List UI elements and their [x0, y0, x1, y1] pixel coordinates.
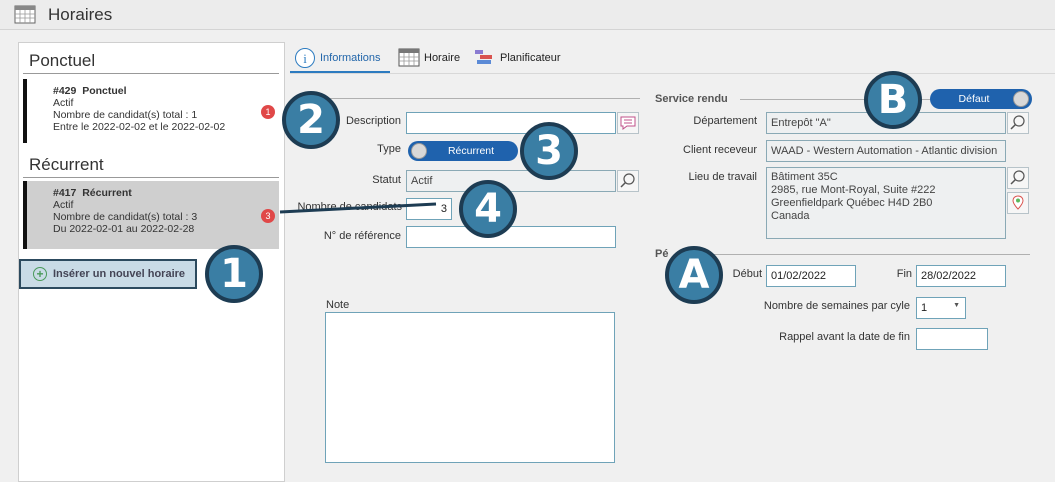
- lieu-search-button[interactable]: [1007, 167, 1029, 189]
- note-label: Note: [326, 299, 350, 311]
- tab-divider: [290, 73, 1055, 74]
- tab-informations[interactable]: i Informations: [290, 43, 390, 73]
- group-divider: [700, 254, 1030, 255]
- callout-2: 2: [282, 91, 340, 149]
- section-title-ponctuel: Ponctuel: [29, 51, 96, 70]
- semaines-select[interactable]: 1 ▼: [916, 297, 966, 319]
- departement-search-button[interactable]: [1007, 112, 1029, 134]
- fin-label: Fin: [896, 268, 912, 280]
- callout-a: A: [665, 246, 723, 304]
- callout-4: 4: [459, 180, 517, 238]
- card-dates: Du 2022-02-01 au 2022-02-28: [53, 223, 195, 235]
- calendar-icon: [14, 5, 36, 24]
- insert-schedule-button[interactable]: + Insérer un nouvel horaire: [19, 259, 197, 289]
- lieu-label: Lieu de travail: [688, 171, 758, 183]
- rappel-input[interactable]: [916, 328, 988, 350]
- map-pin-icon: [1012, 195, 1024, 210]
- address-line: 2985, rue Mont-Royal, Suite #222: [771, 184, 936, 196]
- address-line: Greenfieldpark Québec H4D 2B0: [771, 197, 933, 209]
- service-title: Service rendu: [655, 93, 728, 105]
- type-label: Type: [377, 143, 401, 155]
- default-toggle-label: Défaut: [958, 93, 990, 105]
- debut-date-input[interactable]: 01/02/2022: [766, 265, 856, 287]
- rappel-label: Rappel avant la date de fin: [779, 331, 910, 343]
- schedule-list-panel: Ponctuel #429 Ponctuel Actif Nombre de c…: [18, 42, 285, 482]
- semaines-value: 1: [921, 302, 928, 314]
- type-toggle-label: Récurrent: [447, 145, 495, 157]
- insert-button-label: Insérer un nouvel horaire: [53, 268, 186, 280]
- section-title-recurrent: Récurrent: [29, 155, 104, 174]
- card-candidates: Nombre de candidat(s) total : 1: [53, 109, 198, 121]
- divider: [23, 73, 279, 74]
- address-line: Bâtiment 35C: [771, 171, 838, 183]
- description-label: Description: [345, 115, 401, 127]
- notification-badge: 1: [261, 105, 275, 119]
- search-icon: [620, 173, 635, 188]
- semaines-label: Nombre de semaines par cyle: [763, 300, 910, 312]
- planner-icon: [475, 50, 492, 64]
- divider: [23, 177, 279, 178]
- fin-date-input[interactable]: 28/02/2022: [916, 265, 1006, 287]
- group-divider: [300, 98, 640, 99]
- tab-label: Planificateur: [500, 52, 561, 64]
- note-textarea[interactable]: [325, 312, 615, 463]
- reference-label: N° de référence: [323, 230, 401, 242]
- card-status: Actif: [53, 199, 74, 211]
- toggle-knob: [1013, 91, 1029, 107]
- periode-title: Pé: [655, 248, 669, 260]
- callout-1: 1: [205, 245, 263, 303]
- type-toggle[interactable]: Récurrent: [408, 141, 518, 161]
- plus-icon: +: [33, 267, 47, 281]
- tab-planificateur[interactable]: Planificateur: [472, 43, 572, 73]
- card-id: #429: [53, 85, 77, 97]
- client-field[interactable]: WAAD - Western Automation - Atlantic div…: [766, 140, 1006, 162]
- chevron-down-icon: ▼: [953, 302, 960, 309]
- card-dates: Entre le 2022-02-02 et le 2022-02-02: [53, 121, 226, 133]
- title-bar: Horaires: [0, 0, 1055, 30]
- map-button[interactable]: [1007, 192, 1029, 214]
- callout-b: B: [864, 71, 922, 129]
- default-toggle[interactable]: Défaut: [930, 89, 1032, 109]
- statut-search-button[interactable]: [617, 170, 639, 192]
- search-icon: [1010, 115, 1025, 130]
- comment-button[interactable]: [617, 112, 639, 134]
- tab-label: Informations: [320, 52, 381, 64]
- departement-label: Département: [693, 115, 757, 127]
- info-icon: i: [295, 48, 315, 68]
- address-line: Canada: [771, 210, 810, 222]
- client-label: Client receveur: [683, 144, 757, 156]
- debut-label: Début: [732, 268, 762, 280]
- card-candidates: Nombre de candidat(s) total : 3: [53, 211, 198, 223]
- schedule-card-ponctuel[interactable]: #429 Ponctuel Actif Nombre de candidat(s…: [23, 79, 279, 143]
- schedule-card-recurrent[interactable]: #417 Récurrent Actif Nombre de candidat(…: [23, 181, 279, 249]
- card-status: Actif: [53, 97, 74, 109]
- search-icon: [1010, 170, 1025, 185]
- notification-badge: 3: [261, 209, 275, 223]
- card-name: Récurrent: [82, 187, 132, 199]
- tab-horaire[interactable]: Horaire: [396, 43, 468, 73]
- card-id: #417: [53, 187, 77, 199]
- svg-text:i: i: [303, 51, 307, 66]
- tab-label: Horaire: [424, 52, 461, 64]
- lieu-field[interactable]: Bâtiment 35C 2985, rue Mont-Royal, Suite…: [766, 167, 1006, 239]
- window-title: Horaires: [48, 5, 113, 24]
- statut-label: Statut: [372, 174, 401, 186]
- card-name: Ponctuel: [82, 85, 127, 97]
- calendar-icon: [398, 48, 420, 67]
- callout-3: 3: [520, 122, 578, 180]
- toggle-knob: [411, 143, 427, 159]
- comment-icon: [620, 116, 636, 130]
